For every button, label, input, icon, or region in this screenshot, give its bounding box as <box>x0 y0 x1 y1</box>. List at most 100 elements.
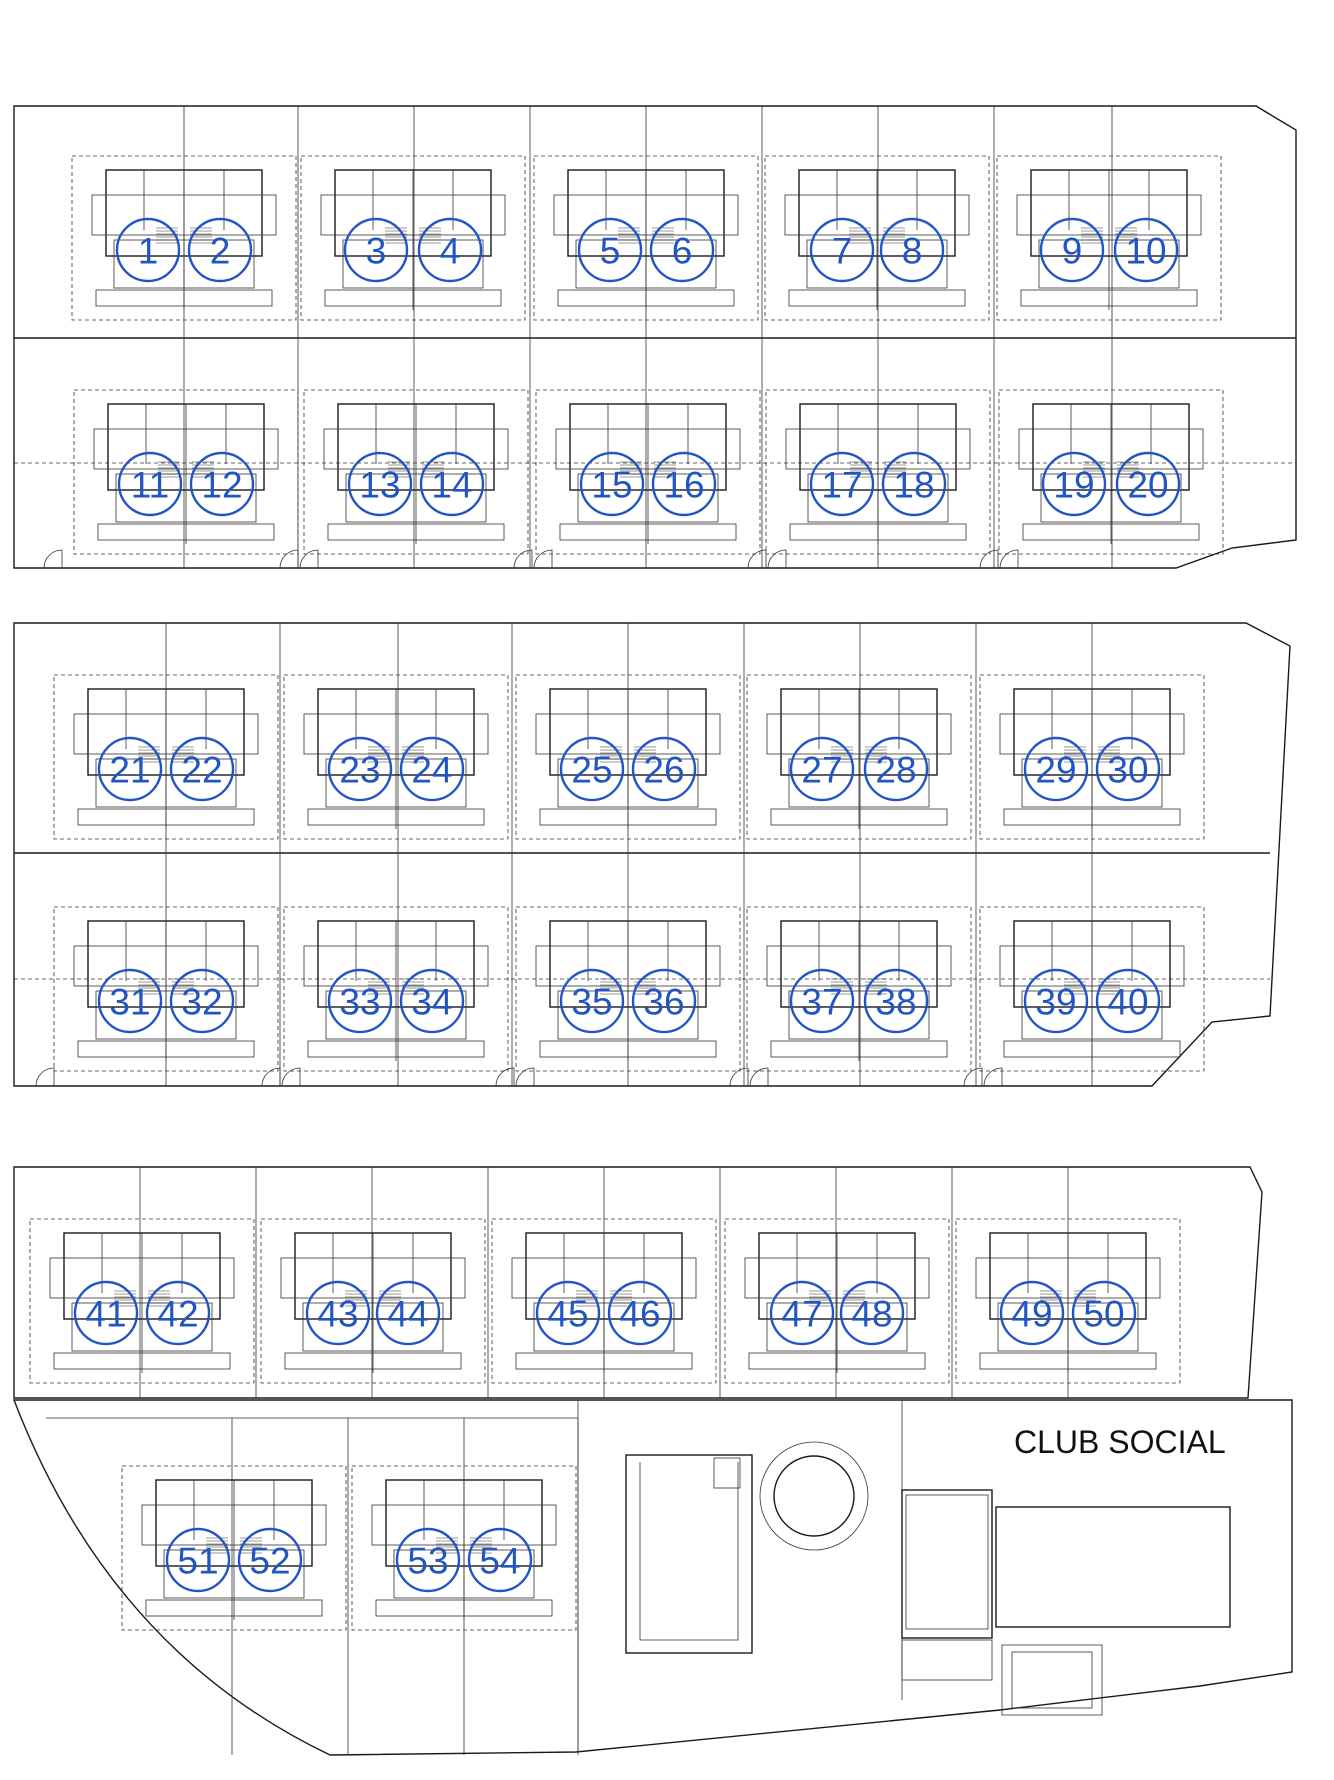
unit-marker-20[interactable]: 20 <box>1115 451 1181 517</box>
unit-marker-13[interactable]: 13 <box>347 451 413 517</box>
unit-number: 48 <box>851 1294 892 1335</box>
unit-number: 5 <box>600 231 621 272</box>
unit-marker-1[interactable]: 1 <box>115 217 181 283</box>
unit-marker-42[interactable]: 42 <box>145 1280 211 1346</box>
gate-arc <box>279 549 299 569</box>
unit-marker-circle <box>1115 451 1181 517</box>
unit-marker-10[interactable]: 10 <box>1113 217 1179 283</box>
unit-number: 26 <box>643 750 684 791</box>
unit-marker-4[interactable]: 4 <box>417 217 483 283</box>
unit-marker-49[interactable]: 49 <box>999 1280 1065 1346</box>
unit-marker-18[interactable]: 18 <box>881 451 947 517</box>
unit-marker-16[interactable]: 16 <box>651 451 717 517</box>
unit-marker-45[interactable]: 45 <box>535 1280 601 1346</box>
unit-number: 51 <box>177 1541 218 1582</box>
gate-arc <box>35 1067 55 1087</box>
unit-marker-2[interactable]: 2 <box>187 217 253 283</box>
house-footprint <box>515 906 741 1072</box>
unit-marker-40[interactable]: 40 <box>1095 968 1161 1034</box>
unit-marker-circle <box>97 968 163 1034</box>
unit-marker-24[interactable]: 24 <box>399 736 465 802</box>
unit-marker-52[interactable]: 52 <box>237 1527 303 1593</box>
unit-marker-12[interactable]: 12 <box>189 451 255 517</box>
unit-marker-46[interactable]: 46 <box>607 1280 673 1346</box>
unit-marker-48[interactable]: 48 <box>839 1280 905 1346</box>
house-footprint <box>746 674 972 840</box>
unit-marker-7[interactable]: 7 <box>809 217 875 283</box>
unit-marker-circle <box>879 217 945 283</box>
unit-marker-9[interactable]: 9 <box>1039 217 1105 283</box>
unit-marker-35[interactable]: 35 <box>559 968 625 1034</box>
unit-number: 49 <box>1011 1294 1052 1335</box>
club-core-inner <box>905 1494 989 1630</box>
unit-marker-circle <box>189 451 255 517</box>
unit-number: 25 <box>571 750 612 791</box>
gate-arc <box>749 1067 769 1087</box>
unit-number: 11 <box>131 465 169 506</box>
unit-marker-51[interactable]: 51 <box>165 1527 231 1593</box>
gate-arc <box>515 1067 535 1087</box>
unit-marker-38[interactable]: 38 <box>863 968 929 1034</box>
unit-marker-53[interactable]: 53 <box>395 1527 461 1593</box>
unit-marker-39[interactable]: 39 <box>1023 968 1089 1034</box>
unit-marker-circle <box>237 1527 303 1593</box>
unit-marker-41[interactable]: 41 <box>73 1280 139 1346</box>
unit-number: 54 <box>479 1541 520 1582</box>
house-footprint <box>515 674 741 840</box>
unit-marker-29[interactable]: 29 <box>1023 736 1089 802</box>
unit-marker-47[interactable]: 47 <box>769 1280 835 1346</box>
house-footprint <box>303 389 529 555</box>
unit-marker-11[interactable]: 11 <box>117 451 183 517</box>
unit-marker-circle <box>375 1280 441 1346</box>
unit-marker-23[interactable]: 23 <box>327 736 393 802</box>
unit-number: 16 <box>663 465 704 506</box>
house-footprint <box>283 674 509 840</box>
unit-marker-27[interactable]: 27 <box>789 736 855 802</box>
unit-number: 30 <box>1107 750 1148 791</box>
unit-marker-8[interactable]: 8 <box>879 217 945 283</box>
house-footprint <box>724 1218 950 1384</box>
unit-marker-15[interactable]: 15 <box>579 451 645 517</box>
unit-marker-circle <box>169 736 235 802</box>
unit-marker-19[interactable]: 19 <box>1041 451 1107 517</box>
unit-marker-28[interactable]: 28 <box>863 736 929 802</box>
unit-marker-50[interactable]: 50 <box>1071 1280 1137 1346</box>
unit-marker-circle <box>651 451 717 517</box>
unit-marker-25[interactable]: 25 <box>559 736 625 802</box>
unit-marker-5[interactable]: 5 <box>577 217 643 283</box>
unit-marker-37[interactable]: 37 <box>789 968 855 1034</box>
unit-marker-33[interactable]: 33 <box>327 968 393 1034</box>
unit-marker-circle <box>789 968 855 1034</box>
unit-marker-circle <box>577 217 643 283</box>
house-footprint <box>260 1218 486 1384</box>
unit-marker-circle <box>169 968 235 1034</box>
unit-marker-14[interactable]: 14 <box>419 451 485 517</box>
unit-marker-44[interactable]: 44 <box>375 1280 441 1346</box>
unit-marker-32[interactable]: 32 <box>169 968 235 1034</box>
unit-marker-circle <box>187 217 253 283</box>
unit-marker-17[interactable]: 17 <box>809 451 875 517</box>
unit-marker-circle <box>559 968 625 1034</box>
unit-marker-21[interactable]: 21 <box>97 736 163 802</box>
unit-marker-6[interactable]: 6 <box>649 217 715 283</box>
gate-arc <box>281 1067 301 1087</box>
house-footprint <box>764 155 990 321</box>
unit-marker-30[interactable]: 30 <box>1095 736 1161 802</box>
unit-marker-circle <box>1023 968 1089 1034</box>
unit-marker-circle <box>97 736 163 802</box>
unit-marker-54[interactable]: 54 <box>467 1527 533 1593</box>
unit-marker-3[interactable]: 3 <box>343 217 409 283</box>
unit-marker-43[interactable]: 43 <box>305 1280 371 1346</box>
unit-marker-circle <box>417 217 483 283</box>
unit-marker-26[interactable]: 26 <box>631 736 697 802</box>
unit-number: 50 <box>1083 1294 1124 1335</box>
unit-marker-36[interactable]: 36 <box>631 968 697 1034</box>
gate-arc <box>513 549 533 569</box>
unit-marker-22[interactable]: 22 <box>169 736 235 802</box>
unit-number: 31 <box>109 982 150 1023</box>
unit-marker-circle <box>1039 217 1105 283</box>
unit-marker-31[interactable]: 31 <box>97 968 163 1034</box>
unit-marker-34[interactable]: 34 <box>399 968 465 1034</box>
gate-arc <box>979 549 999 569</box>
